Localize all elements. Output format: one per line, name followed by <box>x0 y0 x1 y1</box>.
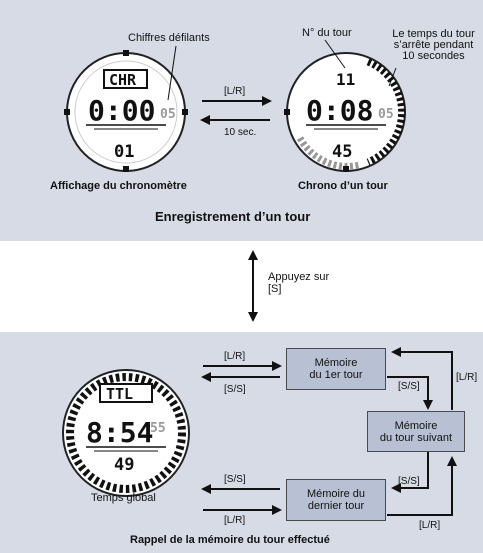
box-next-lap-memory: Mémoire du tour suivant <box>367 411 465 452</box>
label-lr-top: [L/R] <box>224 351 246 362</box>
arrow-next-to-last <box>391 452 429 493</box>
lcd-chr-label: CHR <box>109 71 137 89</box>
caption-total-time: Temps global <box>91 492 156 504</box>
lcd-ttl-lap: 49 <box>114 455 134 475</box>
label-ss-next-to-last: [S/S] <box>398 476 420 487</box>
label-10-sec: 10 sec. <box>224 127 257 138</box>
box-first-lap-memory: Mémoire du 1er tour <box>286 348 386 390</box>
callout-scrolling-digits: Chiffres défilants <box>128 32 210 44</box>
callout-line-lap-time <box>388 67 397 87</box>
lcd-ttl-label: TTL <box>106 385 133 403</box>
label-lr-right: [L/R] <box>456 372 478 383</box>
watch-lap-chrono <box>284 52 406 172</box>
callout-lap-time-line3: 10 secondes <box>402 50 465 62</box>
box-first-lap-line2: du 1er tour <box>309 369 363 381</box>
lcd-chr-seconds: 05 <box>160 107 176 122</box>
lcd-lap-number: 45 <box>332 142 352 162</box>
callout-lap-time-line1: Le temps du tour <box>392 28 475 40</box>
label-ss-top: [S/S] <box>224 384 246 395</box>
watch-total-time <box>62 369 190 497</box>
callout-lap-number: N° du tour <box>302 27 352 39</box>
label-press-s: Appuyez sur [S] <box>268 271 329 295</box>
arrow-first-to-next <box>387 376 433 410</box>
lcd-chr-time: 0:00 <box>88 94 155 127</box>
label-press-s-line2: [S] <box>268 283 282 295</box>
label-lr-forward: [L/R] <box>224 86 246 97</box>
box-last-lap-line2: dernier tour <box>307 500 365 512</box>
lcd-chr-lap: 01 <box>114 142 134 162</box>
callout-lap-time: Le temps du tour s’arrête pendant 10 sec… <box>384 29 483 62</box>
label-ss-first-to-next: [S/S] <box>398 381 420 392</box>
box-last-lap-memory: Mémoire du dernier tour <box>286 479 386 521</box>
watch-chronometer <box>64 50 188 172</box>
lcd-ttl-time: 8:54 <box>86 416 153 449</box>
box-next-lap-line1: Mémoire <box>394 419 438 432</box>
label-lr-last-to-next: [L/R] <box>419 520 441 531</box>
title-lap-recording: Enregistrement d’un tour <box>155 209 311 224</box>
caption-chronometer: Affichage du chronomètre <box>50 180 187 192</box>
box-first-lap-line1: Mémoire <box>314 357 358 369</box>
caption-lap-chrono: Chrono d’un tour <box>298 180 388 192</box>
title-lap-recall: Rappel de la mémoire du tour effectué <box>130 534 330 546</box>
label-press-s-line1: Appuyez sur <box>268 271 330 283</box>
lcd-lap-time: 0:08 <box>306 94 373 127</box>
label-lr-bottom: [L/R] <box>224 515 246 526</box>
arrow-next-to-first <box>391 347 453 410</box>
lcd-ttl-seconds: 55 <box>150 421 166 436</box>
box-next-lap-line2: du tour suivant <box>379 431 453 444</box>
label-ss-bottom: [S/S] <box>224 474 246 485</box>
box-last-lap-line1: Mémoire du <box>306 488 366 500</box>
callout-line-scrolling <box>167 45 177 101</box>
callout-line-lap-number <box>324 39 346 69</box>
arrow-last-to-next <box>387 456 457 516</box>
lcd-lap-seconds: 05 <box>378 107 394 122</box>
callout-lap-time-line2: s’arrête pendant <box>393 39 474 51</box>
lcd-lap-indicator: 11 <box>336 70 355 89</box>
